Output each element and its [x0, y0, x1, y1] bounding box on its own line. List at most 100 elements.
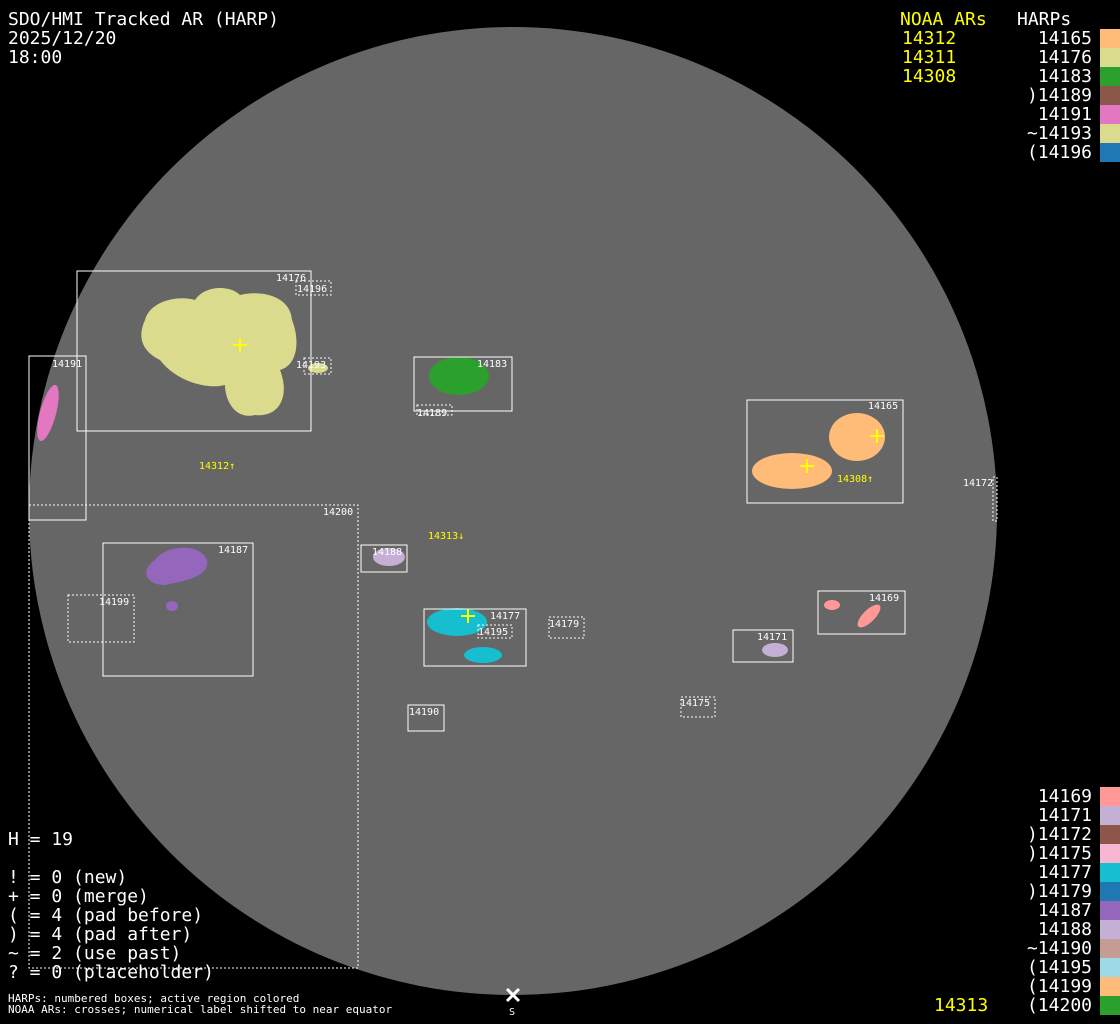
box-14193[interactable]: [303, 357, 332, 375]
label-14190: 14190: [409, 707, 439, 718]
harp-legend-row: )14175: [980, 843, 1120, 864]
box-14189[interactable]: [416, 404, 453, 416]
harp-color-swatch: [1100, 920, 1120, 939]
region-14176-blob: [141, 288, 297, 416]
label-14191: 14191: [52, 359, 82, 370]
harp-legend-row: )14172: [980, 824, 1120, 845]
box-14195[interactable]: [477, 624, 513, 639]
stat-new: ! = 0 (new): [8, 867, 128, 888]
harp-legend-label: 14169: [1037, 786, 1092, 807]
active-region-blobs: [37, 288, 885, 663]
solar-disk: [29, 27, 997, 995]
harp-legend-label: )14172: [1026, 824, 1092, 845]
box-14175[interactable]: [680, 696, 716, 718]
box-14172[interactable]: [992, 476, 998, 522]
harp-color-swatch: [1100, 806, 1120, 825]
noaa-label-14312: 14312↑: [199, 461, 235, 472]
harp-legend-label: 14187: [1037, 900, 1092, 921]
region-14169-blob: [824, 600, 840, 610]
stat-pad-before: ( = 4 (pad before): [8, 905, 204, 926]
harp-legend-label: 14165: [1037, 28, 1092, 49]
noaa-legend-title: NOAA ARs: [900, 9, 987, 30]
harp-color-swatch: [1100, 958, 1120, 977]
noaa-crosses: [233, 338, 884, 623]
harp-legend-row: 14169: [980, 786, 1120, 807]
harp-legend-row: 14183: [980, 66, 1120, 87]
harp-color-swatch: [1100, 787, 1120, 806]
south-pole-x-icon: [505, 987, 521, 1003]
harp-legend-label: 14191: [1037, 104, 1092, 125]
harp-legend-label: (14199: [1026, 976, 1092, 997]
region-14193-blob: [308, 363, 328, 373]
harp-count: H = 19: [8, 829, 74, 850]
harp-legend-label: )14179: [1026, 881, 1092, 902]
box-14188[interactable]: [360, 544, 408, 573]
box-14183[interactable]: [413, 356, 513, 412]
harp-legend-row: (14199: [980, 976, 1120, 997]
label-14169: 14169: [869, 593, 899, 604]
harps-legend-title: HARPs: [1017, 9, 1072, 30]
label-14175: 14175: [680, 698, 710, 709]
harp-legend-label: 14171: [1037, 805, 1092, 826]
noaa-label-14308: 14308↑: [837, 474, 873, 485]
box-14199[interactable]: [67, 594, 135, 643]
harp-legend-row: ~14193: [980, 123, 1120, 144]
label-14172: 14172: [963, 478, 993, 489]
region-14187-blob-small: [166, 601, 178, 611]
harp-color-swatch: [1100, 143, 1120, 162]
harp-legend-row: )14179: [980, 881, 1120, 902]
harp-legend-row: 14188: [980, 919, 1120, 940]
noaa-legend-item: 14311: [902, 47, 957, 68]
harp-color-swatch: [1100, 29, 1120, 48]
harp-color-swatch: [1100, 105, 1120, 124]
label-14195: 14195: [478, 627, 508, 638]
label-14177: 14177: [490, 611, 520, 622]
box-14200[interactable]: [28, 504, 359, 969]
noaa-legend-item: 14308: [902, 66, 957, 87]
harp-labels: 14176 14196 14193 14191 14183 14189 1420…: [52, 273, 993, 718]
harp-legend-row: )14189: [980, 85, 1120, 106]
harp-legend-label: 14177: [1037, 862, 1092, 883]
region-14183-blob: [429, 357, 489, 395]
label-14188: 14188: [372, 547, 402, 558]
label-14189: 14189: [417, 408, 447, 419]
box-14179[interactable]: [548, 616, 585, 639]
label-14171: 14171: [757, 632, 787, 643]
harp-legend-row: 14171: [980, 805, 1120, 826]
stat-pad-after: ) = 4 (pad after): [8, 924, 193, 945]
label-14176: 14176: [276, 273, 306, 284]
box-14165[interactable]: [746, 399, 904, 504]
harp-color-swatch: [1100, 939, 1120, 958]
harp-color-swatch: [1100, 825, 1120, 844]
box-14187[interactable]: [102, 542, 254, 677]
harp-legend-row: (14200: [980, 995, 1120, 1016]
label-14196: 14196: [297, 284, 327, 295]
harp-legend-row: (14196: [980, 142, 1120, 163]
harp-color-swatch: [1100, 901, 1120, 920]
box-14191[interactable]: [28, 355, 87, 521]
box-14171[interactable]: [732, 629, 794, 663]
cross-icon: [870, 429, 884, 443]
cross-icon: [461, 609, 475, 623]
box-14169[interactable]: [817, 590, 906, 635]
harp-legend-row: 14191: [980, 104, 1120, 125]
label-14193: 14193: [296, 360, 326, 371]
time: 18:00: [8, 47, 63, 68]
box-14177[interactable]: [423, 608, 527, 667]
box-14190[interactable]: [407, 704, 445, 732]
region-14188-blob: [373, 548, 405, 566]
noaa-legend-item: 14312: [902, 28, 957, 49]
label-14183: 14183: [477, 359, 507, 370]
region-14165-blob: [752, 453, 832, 489]
harp-legend-label: (14200: [1026, 995, 1092, 1016]
harp-legend-label: ~14190: [1026, 938, 1092, 959]
box-14196[interactable]: [295, 280, 332, 296]
box-14176[interactable]: [76, 270, 312, 432]
title: SDO/HMI Tracked AR (HARP): [8, 9, 279, 30]
stat-placeholder: ? = 0 (placeholder): [8, 962, 214, 983]
region-14191-blob: [37, 384, 59, 442]
harp-color-swatch: [1100, 977, 1120, 996]
footer-note-noaa: NOAA ARs: crosses; numerical label shift…: [8, 1003, 393, 1016]
